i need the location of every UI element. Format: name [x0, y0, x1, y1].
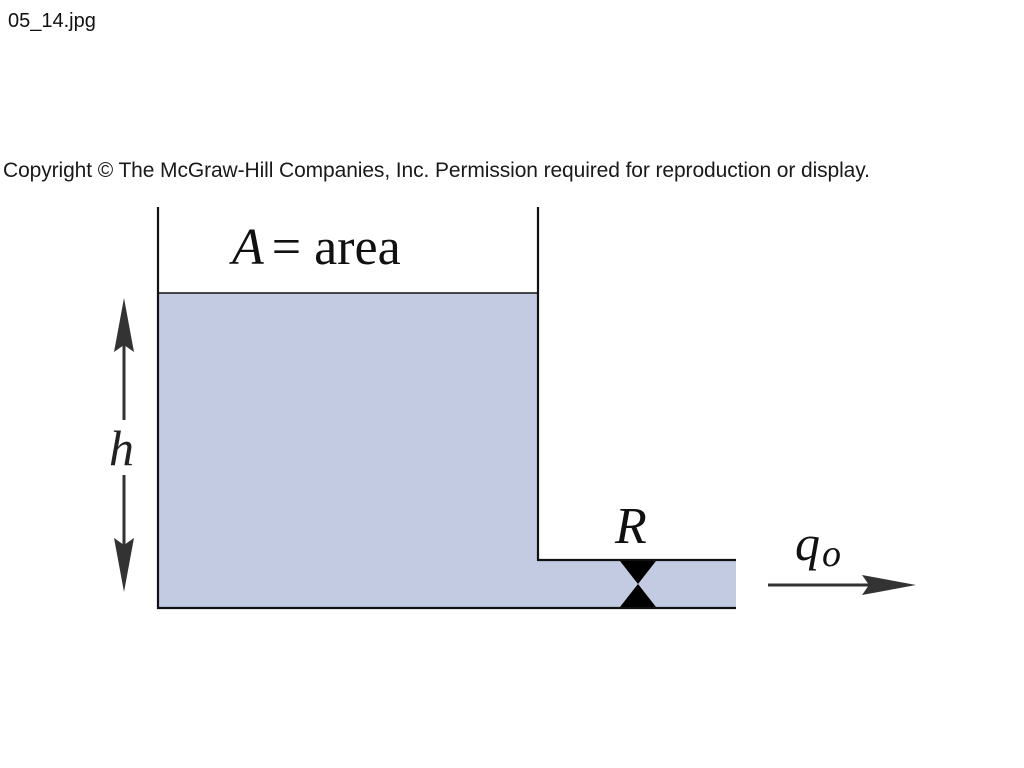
outflow-arrow-head [862, 575, 916, 595]
height-arrow-up-head [114, 298, 134, 352]
valve-symbol-lower [620, 584, 656, 607]
outflow-label: qo [795, 515, 841, 575]
fluid-region [158, 293, 736, 608]
resistance-label: R [614, 498, 647, 555]
file-name-label: 05_14.jpg [8, 10, 96, 32]
height-label: h [109, 420, 134, 476]
valve-symbol [620, 561, 656, 584]
height-arrow-down-head [114, 538, 134, 592]
copyright-notice: Copyright © The McGraw-Hill Companies, I… [3, 159, 870, 182]
area-label: A= area [229, 219, 401, 276]
